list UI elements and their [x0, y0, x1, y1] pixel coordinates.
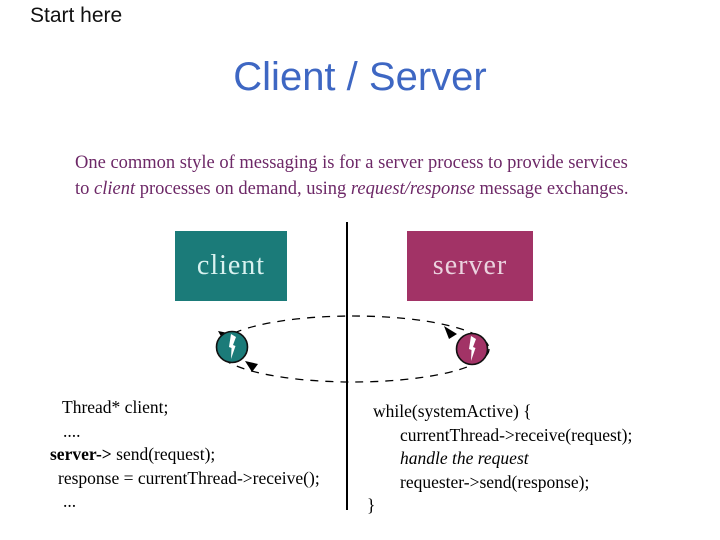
- arrowhead-icon: [218, 331, 228, 340]
- text-line: One common style of messaging is for a s…: [75, 153, 628, 173]
- text-line: handle the request: [400, 448, 529, 469]
- intro-paragraph: One common style of messaging is for a s…: [75, 150, 655, 202]
- server-code-block: while(systemActive) { currentThread->rece…: [365, 400, 632, 518]
- text-line: response = currentThread->receive();: [58, 467, 320, 488]
- client-box: client: [175, 231, 287, 301]
- text-line: ...: [63, 491, 77, 512]
- message-loop-ellipse: [216, 315, 490, 383]
- server-node: [455, 332, 489, 366]
- text-line: currentThread->receive(request);: [400, 424, 633, 445]
- arrowhead-icon: [245, 361, 258, 372]
- server-box-label: server: [432, 250, 508, 281]
- page-title: Client / Server: [233, 55, 487, 99]
- lightning-bolt-icon: [229, 334, 236, 359]
- text-line: ....: [63, 420, 81, 441]
- text-line: while(systemActive) {: [373, 401, 532, 421]
- text-line: server-> send(request);: [50, 444, 216, 465]
- client-node: [215, 330, 249, 364]
- text-line: requester->send(response);: [400, 471, 590, 492]
- arrowhead-icon: [444, 326, 457, 339]
- text-line: }: [367, 495, 376, 516]
- text-line: to client processes on demand, using req…: [75, 179, 629, 199]
- lightning-bolt-icon: [469, 336, 476, 361]
- client-box-label: client: [196, 250, 266, 281]
- start-here-label: Start here: [30, 4, 123, 27]
- text-line: Thread* client;: [62, 397, 169, 417]
- client-code-block: Thread* client;.... server-> send(request…: [50, 396, 320, 514]
- server-box: server: [407, 231, 533, 301]
